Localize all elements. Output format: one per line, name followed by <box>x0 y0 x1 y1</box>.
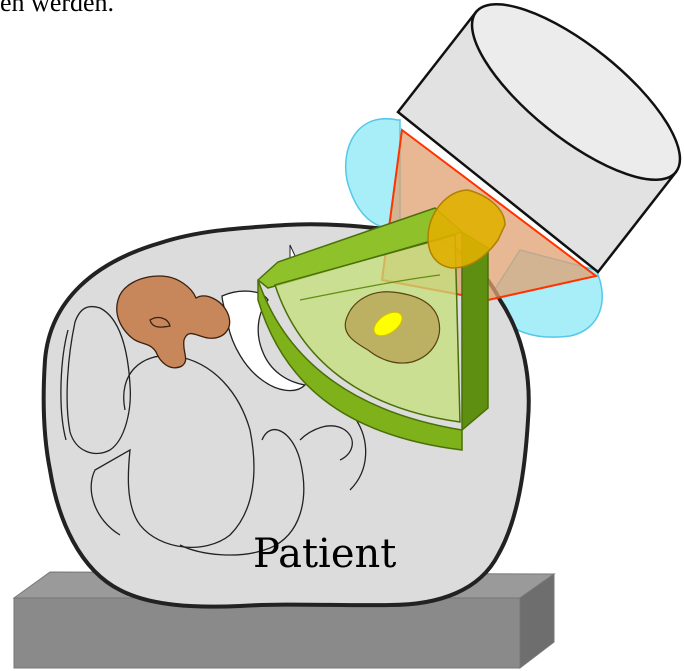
radiation-head-cylinder <box>398 0 684 272</box>
patient-label: Patient <box>253 531 396 577</box>
